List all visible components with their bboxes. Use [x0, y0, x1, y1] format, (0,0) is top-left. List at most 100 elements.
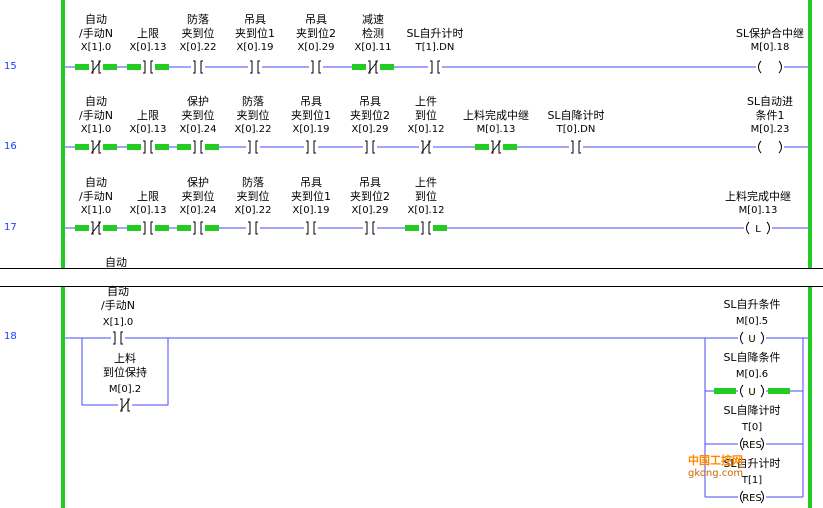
rung-1-contact-2-address: X[0].24	[179, 124, 217, 135]
rung-2-contact-6-right-bar	[431, 225, 447, 231]
rung-18-output-2-label: SL自降计时	[723, 404, 781, 417]
rung-1-contact-8-gap	[569, 141, 583, 153]
rung-1-contact-2	[193, 140, 203, 154]
rung-1-coil	[758, 140, 782, 154]
rung-18-output-0-gap	[738, 332, 766, 344]
rung-number-18: 18	[4, 331, 17, 342]
rung-0-contact-2	[193, 60, 203, 74]
rung-2-contact-3-label: 防落 夹到位	[236, 176, 270, 203]
rung-0-coil-label: SL保护合中继	[735, 27, 805, 40]
rung-2-contact-4-address: X[0].19	[292, 205, 330, 216]
rung-1-coil-label: SL自动进 条件1	[746, 95, 794, 122]
rung-number-17: 17	[4, 222, 17, 233]
rung-1-contact-5-label: 吊具 夹到位2	[350, 95, 390, 122]
rung-0-contact-1-right-bar	[153, 64, 169, 70]
rung-1-contact-7-address: M[0].13	[476, 124, 516, 135]
rung-2-contact-0-address: X[1].0	[80, 205, 112, 216]
rung-1-contact-1-right-bar	[153, 144, 169, 150]
rung-1-contact-7-right-bar	[501, 144, 517, 150]
rung-2-contact-2-label: 保护 夹到位	[181, 176, 215, 203]
rung-0-contact-0-right-bar	[101, 64, 117, 70]
rung-2-coil-label: 上料完成中继	[725, 190, 791, 203]
rung-0-contact-6	[430, 60, 440, 74]
rung-1-contact-8	[571, 140, 581, 154]
watermark-line1: 中国工控网	[688, 454, 743, 467]
rung-0-contact-4-address: X[0].29	[297, 42, 335, 53]
rung-1-contact-8-address: T[0].DN	[556, 124, 596, 135]
rung-0-contact-6-label: SL自升计时	[406, 27, 464, 40]
left-power-rail-top	[61, 0, 65, 268]
rung-2-contact-0-label: 自动 /手动N	[79, 176, 113, 203]
rung-18-branch-contact-address: M[0].2	[108, 384, 142, 395]
rung-1-contact-1-address: X[0].13	[129, 124, 167, 135]
rung-18-contact-0-address: X[1].0	[102, 317, 134, 328]
rung-0-contact-0	[91, 60, 101, 74]
rung-2-coil	[746, 221, 770, 235]
rung-1-contact-6-label: 上件 到位	[415, 95, 437, 122]
right-power-rail-top	[808, 0, 812, 268]
rung-18-output-3	[740, 490, 764, 504]
rung-0-contact-1	[143, 60, 153, 74]
rung-1-contact-2-left-bar	[177, 144, 193, 150]
rung-1-contact-6-address: X[0].12	[407, 124, 445, 135]
rung-0-contact-5-address: X[0].11	[354, 42, 392, 53]
rung-1-contact-0-slash	[91, 141, 101, 153]
rung-2-contact-2	[193, 221, 203, 235]
rung-1-contact-4	[306, 140, 316, 154]
rung-0-contact-1-gap	[141, 61, 155, 73]
rung-1-contact-5-gap	[363, 141, 377, 153]
rung-0-contact-1-address: X[0].13	[129, 42, 167, 53]
rung-number-15: 15	[4, 61, 17, 72]
rung-0-contact-3-address: X[0].19	[236, 42, 274, 53]
rung-0-contact-5-label: 减速 检测	[362, 13, 384, 40]
rung-18-output-3-gap	[738, 491, 766, 503]
rung-2-coil-gap	[744, 222, 772, 234]
rung-18-output-1-gap	[738, 385, 766, 397]
rung-1-contact-3-address: X[0].22	[234, 124, 272, 135]
rung-18-branch-contact	[120, 398, 130, 412]
rung-2-contact-5	[365, 221, 375, 235]
rung-18-output-1-right-bar	[768, 388, 790, 394]
rung-0-contact-5-left-bar	[352, 64, 368, 70]
rung-2-contact-2-left-bar	[177, 225, 193, 231]
rung-18-output-1-label: SL自降条件	[723, 351, 781, 364]
rung-number-16: 16	[4, 141, 17, 152]
rung-18-output-0	[740, 331, 764, 345]
rung-2-contact-5-gap	[363, 222, 377, 234]
rung-0-contact-3-gap	[248, 61, 262, 73]
rung-1-contact-7-left-bar	[475, 144, 491, 150]
rung-0-coil-gap	[756, 61, 784, 73]
rung-0-contact-1-left-bar	[127, 64, 143, 70]
rung-0-contact-3-label: 吊具 夹到位1	[235, 13, 275, 40]
rung-2-contact-6-gap	[419, 222, 433, 234]
rung-0-contact-4-gap	[309, 61, 323, 73]
rung-18-output-0-address: M[0].5	[735, 316, 769, 327]
rung-2-contact-1-right-bar	[153, 225, 169, 231]
rung-1-contact-7-label: 上料完成中继	[463, 109, 529, 122]
rung-18-contact-0-label: 自动 /手动N	[101, 285, 135, 312]
rung-1-contact-6	[421, 140, 431, 154]
rung-1-contact-2-gap	[191, 141, 205, 153]
rung-1-contact-4-address: X[0].19	[292, 124, 330, 135]
rung-2-contact-0	[91, 221, 101, 235]
rung-2-contact-6-left-bar	[405, 225, 421, 231]
rung-1-contact-5	[365, 140, 375, 154]
rung-1-contact-6-slash	[421, 141, 431, 153]
rung-1-contact-1-label: 上限	[137, 109, 159, 122]
rung-18-output-2-gap	[738, 438, 766, 450]
rung-2-coil-address: M[0].13	[738, 205, 778, 216]
rung-2-contact-2-right-bar	[203, 225, 219, 231]
rung-0-contact-2-gap	[191, 61, 205, 73]
rung-1-contact-4-gap	[304, 141, 318, 153]
rung-18-output-3-address: T[1]	[741, 475, 763, 486]
rung-1-contact-0-address: X[1].0	[80, 124, 112, 135]
rung-2-coil-symbol: L	[755, 224, 761, 235]
rung-2-contact-5-label: 吊具 夹到位2	[350, 176, 390, 203]
rung-1-contact-1-left-bar	[127, 144, 143, 150]
rung-2-contact-4-gap	[304, 222, 318, 234]
rung-18-output-3-symbol: RES	[742, 493, 762, 504]
rung-0-contact-5-right-bar	[378, 64, 394, 70]
rung-0-coil	[758, 60, 782, 74]
rung-18-output-branch	[704, 338, 804, 497]
